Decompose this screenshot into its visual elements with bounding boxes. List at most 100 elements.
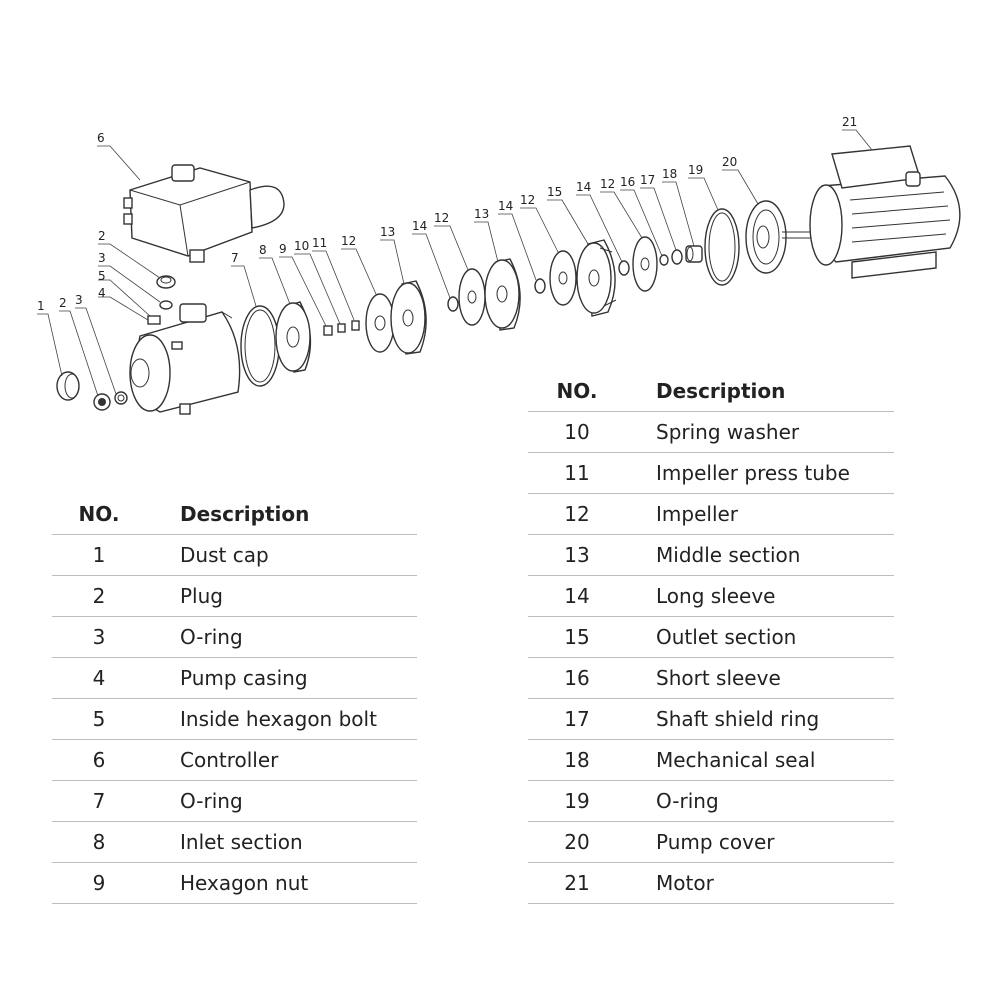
- part-number: 18: [528, 739, 626, 781]
- callout-6: 6: [97, 131, 105, 145]
- callout-2: 2: [98, 229, 106, 243]
- part-number: 6: [52, 739, 146, 781]
- part-description: Dust cap: [146, 534, 417, 576]
- part-middle-section-1: [390, 280, 427, 355]
- callout-12: 12: [341, 234, 356, 248]
- table-header-row: NO. Description: [52, 494, 417, 535]
- part-description: Long sleeve: [626, 575, 894, 617]
- callout-2: 2: [59, 296, 67, 310]
- part-number: 12: [528, 493, 626, 535]
- callout-4: 4: [98, 286, 106, 300]
- part-number: 8: [52, 821, 146, 863]
- leader-lines: [37, 129, 873, 397]
- part-middle-section-2: [484, 258, 521, 331]
- part-description: Controller: [146, 739, 417, 781]
- part-number: 4: [52, 657, 146, 699]
- callout-17: 17: [640, 173, 655, 187]
- part-pump-casing: [129, 303, 241, 415]
- part-number: 13: [528, 534, 626, 576]
- part-hex-bolt: [147, 315, 161, 325]
- part-number: 21: [528, 862, 626, 904]
- callout-18: 18: [662, 167, 677, 181]
- part-inlet-section: [275, 301, 312, 373]
- part-spring-washer: [337, 323, 346, 333]
- callout-1: 1: [37, 299, 45, 313]
- part-description: Short sleeve: [626, 657, 894, 699]
- part-description: O-ring: [146, 616, 417, 658]
- column-header-no: NO.: [52, 494, 146, 535]
- callout-5: 5: [98, 269, 106, 283]
- part-hexagon-nut: [323, 325, 333, 336]
- part-number: 20: [528, 821, 626, 863]
- part-number: 1: [52, 534, 146, 576]
- part-impeller-4: [632, 236, 658, 292]
- column-header-description: Description: [626, 371, 894, 412]
- part-long-sleeve-2: [534, 278, 546, 294]
- part-shaft-shield-ring: [671, 249, 683, 265]
- part-impeller-1: [365, 293, 395, 353]
- part-description: Outlet section: [626, 616, 894, 658]
- part-number: 14: [528, 575, 626, 617]
- part-description: Spring washer: [626, 411, 894, 453]
- part-description: Shaft shield ring: [626, 698, 894, 740]
- callout-15: 15: [547, 185, 562, 199]
- part-description: Inside hexagon bolt: [146, 698, 417, 740]
- part-description: O-ring: [626, 780, 894, 822]
- part-description: O-ring: [146, 780, 417, 822]
- callout-14: 14: [412, 219, 427, 233]
- column-header-no: NO.: [528, 371, 626, 412]
- callout-16: 16: [620, 175, 635, 189]
- part-impeller-press-tube: [351, 320, 360, 331]
- part-description: Hexagon nut: [146, 862, 417, 904]
- part-pump-cover: [745, 200, 787, 274]
- part-number: 2: [52, 575, 146, 617]
- callout-12: 12: [600, 177, 615, 191]
- callout-7: 7: [231, 251, 239, 265]
- part-number: 16: [528, 657, 626, 699]
- part-description: Plug: [146, 575, 417, 617]
- callout-13: 13: [380, 225, 395, 239]
- exploded-pump-diagram: 1 2 3 2 3 4 5 6 7 8 9 10 11 12 13 14 12 …: [37, 115, 961, 415]
- callout-3: 3: [75, 293, 83, 307]
- part-plug-left: [93, 393, 111, 411]
- part-number: 7: [52, 780, 146, 822]
- callout-13: 13: [474, 207, 489, 221]
- callout-12: 12: [520, 193, 535, 207]
- part-description: Motor: [626, 862, 894, 904]
- column-header-description: Description: [146, 494, 417, 535]
- part-description: Middle section: [626, 534, 894, 576]
- callout-11: 11: [312, 236, 327, 250]
- callout-20: 20: [722, 155, 737, 169]
- part-number: 11: [528, 452, 626, 494]
- callout-14: 14: [576, 180, 591, 194]
- table-header-row: NO. Description: [528, 371, 894, 412]
- callout-8: 8: [259, 243, 267, 257]
- part-outlet-section: [576, 239, 617, 317]
- part-short-sleeve: [659, 254, 669, 266]
- part-dust-cap: [56, 371, 80, 401]
- part-motor: [782, 145, 961, 279]
- part-oring-small: [114, 391, 128, 405]
- part-number: 9: [52, 862, 146, 904]
- part-number: 17: [528, 698, 626, 740]
- part-description: Mechanical seal: [626, 739, 894, 781]
- part-description: Impeller: [626, 493, 894, 535]
- callout-14: 14: [498, 199, 513, 213]
- callout-9: 9: [279, 242, 287, 256]
- part-impeller-3: [549, 250, 577, 306]
